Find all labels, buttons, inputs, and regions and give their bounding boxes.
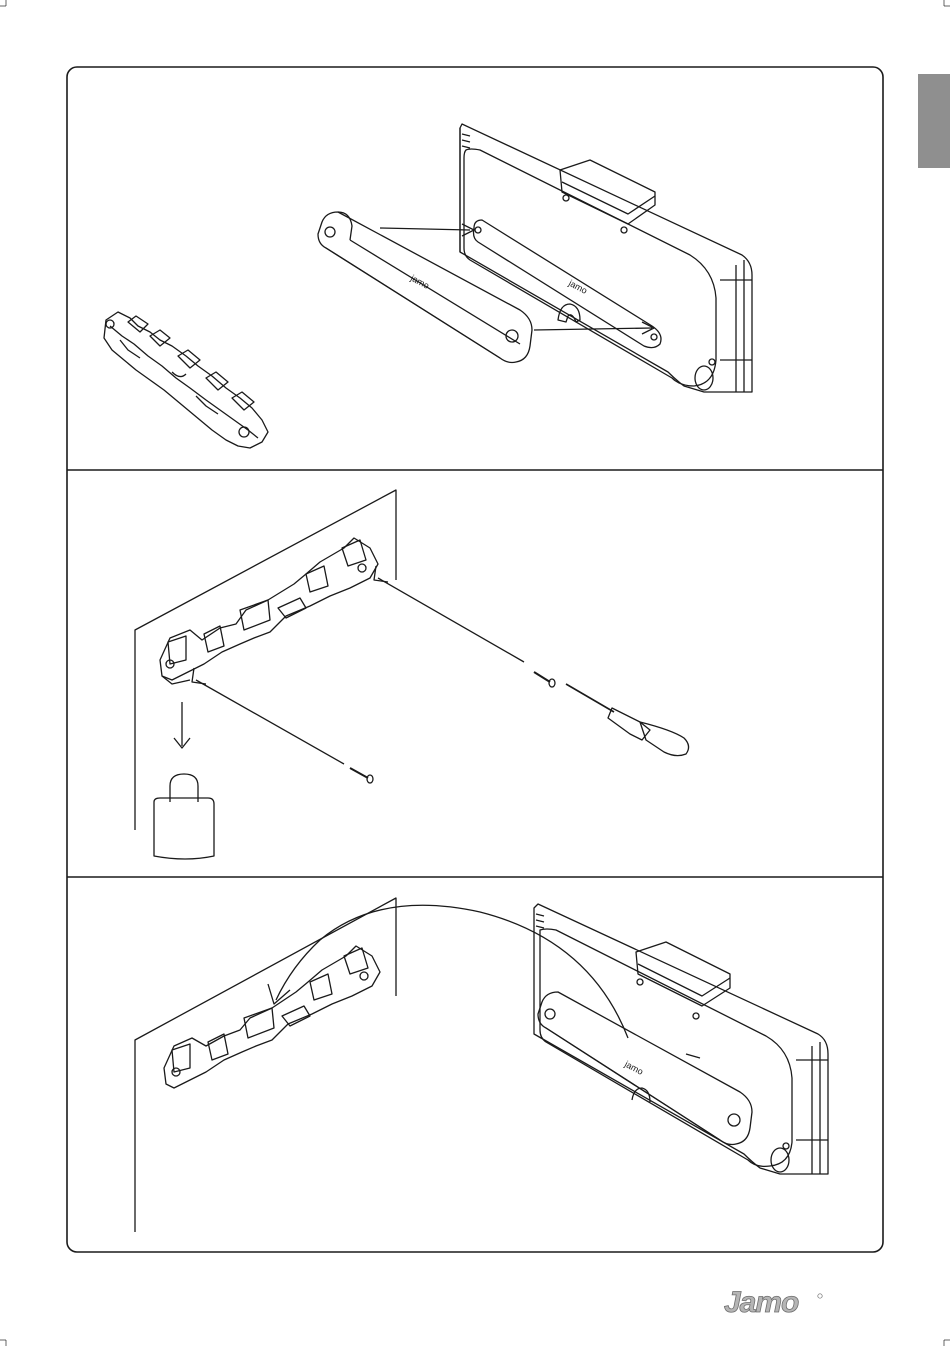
speaker-logo-3: jamo [622,1058,645,1076]
speaker-with-bracket: jamo [534,904,828,1174]
wall-outline-3 [135,898,396,1232]
wall-bracket-mounted [160,538,378,684]
step-3-panel: jamo [135,898,828,1232]
step-2-panel [135,490,689,859]
instruction-frame [67,67,883,1252]
wall-bracket-loose [104,312,268,448]
language-tab [918,74,950,168]
bracket-logo: jamo [408,272,431,290]
screwdriver-icon [566,684,689,756]
footer-logo-text: Jamo [724,1286,799,1319]
speaker-bracket-bar: jamo [318,212,532,363]
speaker-back-view: jamo [460,124,752,392]
lock-icon [154,774,214,859]
jamo-logo: Jamo [724,1286,822,1319]
screw-arrows [192,566,524,764]
screw-icon [350,672,555,783]
down-arrow-icon [174,702,190,748]
speaker-logo: jamo [566,277,589,295]
hang-arrow [268,905,628,1038]
wall-bracket-mounted-3 [164,946,380,1088]
step-1-panel: jamo jamo [104,124,752,448]
